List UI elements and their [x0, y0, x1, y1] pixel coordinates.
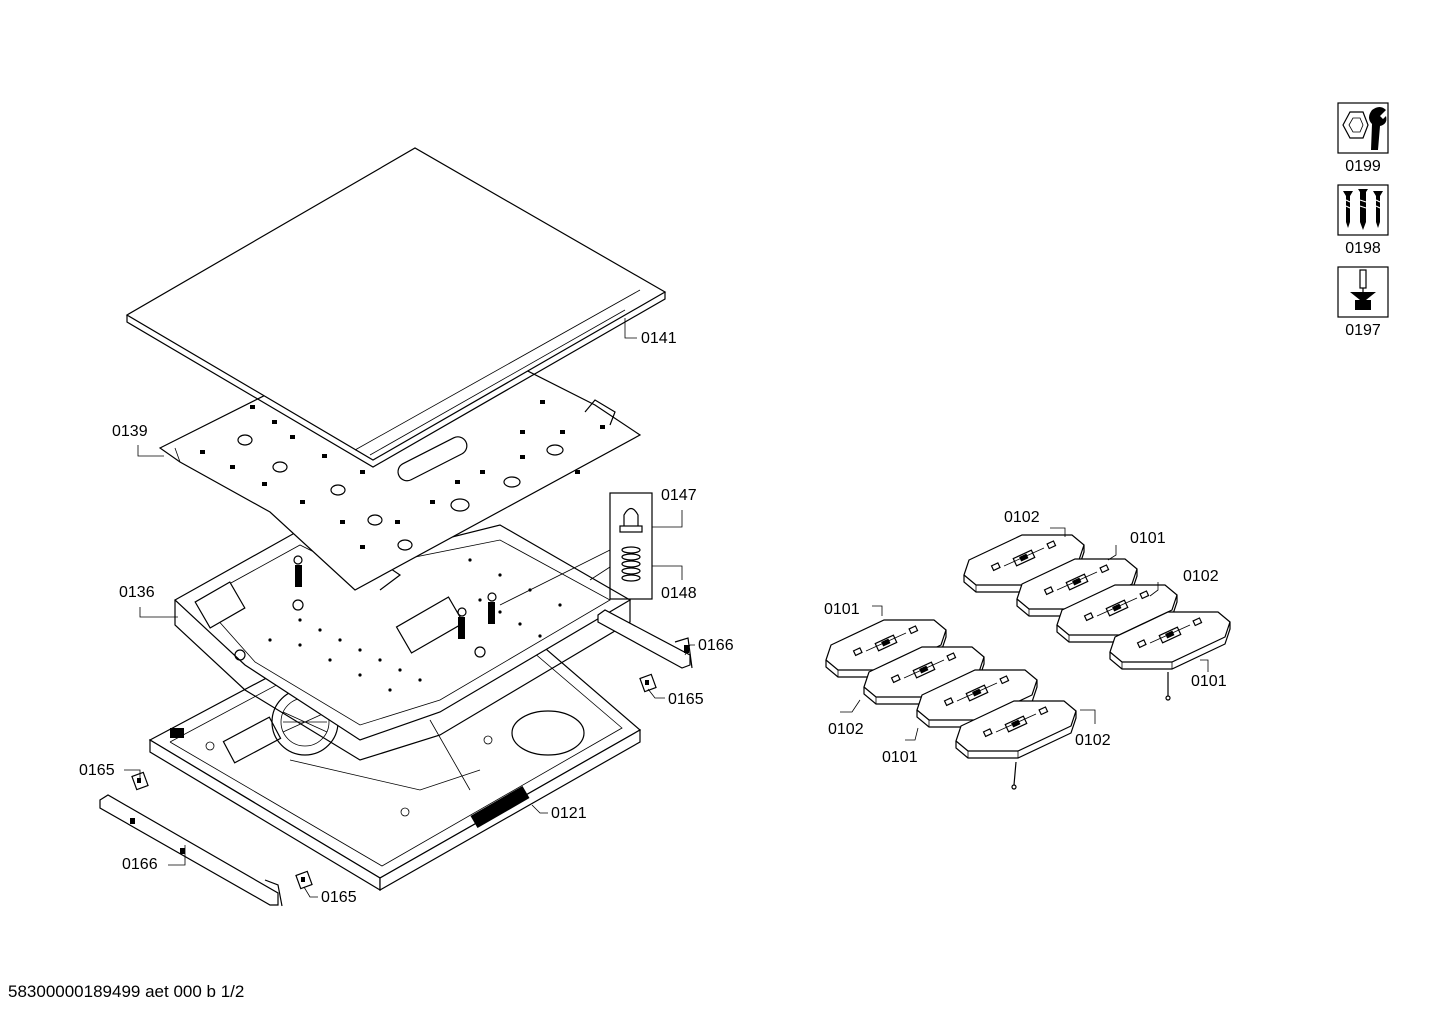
legend-item-0198[interactable]: 0198 [1337, 184, 1389, 257]
label-coil-0102-b: 0102 [1183, 568, 1219, 585]
label-coil-0102-d: 0102 [1075, 732, 1111, 749]
part-spring-0148[interactable] [621, 546, 641, 582]
legend-item-0197[interactable]: 0197 [1337, 266, 1389, 339]
label-0166-left: 0166 [122, 856, 158, 873]
label-coil-0101-a: 0101 [1130, 530, 1166, 547]
part-clip-0165-a[interactable] [639, 673, 657, 693]
label-0165-left: 0165 [79, 762, 115, 779]
detail-box-0147-0148 [499, 492, 653, 606]
label-0121: 0121 [551, 805, 587, 822]
nut-wrench-icon [1342, 107, 1387, 150]
screws-icon [1343, 189, 1383, 230]
grease-icon [1350, 269, 1376, 310]
leader-lines-right [840, 527, 1209, 741]
legend-label-0197: 0197 [1345, 322, 1381, 339]
part-glass-ceramic-0141[interactable] [125, 147, 667, 468]
label-coil-0101-c: 0101 [824, 601, 860, 618]
part-trim-0166-left[interactable] [99, 794, 283, 907]
document-id-footer: 58300000189499 aet 000 b 1/2 [8, 982, 245, 1001]
leader-lines-left [124, 318, 695, 898]
label-coil-0102-c: 0102 [828, 721, 864, 738]
frame-springs [293, 555, 497, 639]
label-0139: 0139 [112, 423, 148, 440]
label-coil-0101-b: 0101 [1191, 673, 1227, 690]
legend-item-0199[interactable]: 0199 [1337, 102, 1389, 175]
label-0147: 0147 [661, 487, 697, 504]
label-0136: 0136 [119, 584, 155, 601]
coil-cables [1011, 672, 1171, 790]
part-labels-right: 0102 0101 0102 0101 0101 0102 0101 0102 [824, 509, 1227, 766]
legend-label-0198: 0198 [1345, 240, 1381, 257]
label-coil-0102-a: 0102 [1004, 509, 1040, 526]
label-coil-0101-d: 0101 [882, 749, 918, 766]
label-0165-bottom: 0165 [321, 889, 357, 906]
label-0148: 0148 [661, 585, 697, 602]
label-0141: 0141 [641, 330, 677, 347]
part-cap-0147[interactable] [619, 507, 643, 533]
label-0166-right: 0166 [698, 637, 734, 654]
part-labels-left: 0141 0139 0147 0148 0136 0166 0165 0165 … [79, 330, 734, 906]
legend-label-0199: 0199 [1345, 158, 1381, 175]
part-clip-0165-c[interactable] [295, 870, 313, 890]
label-0165-right: 0165 [668, 691, 704, 708]
part-trim-0166-right[interactable] [597, 609, 693, 669]
